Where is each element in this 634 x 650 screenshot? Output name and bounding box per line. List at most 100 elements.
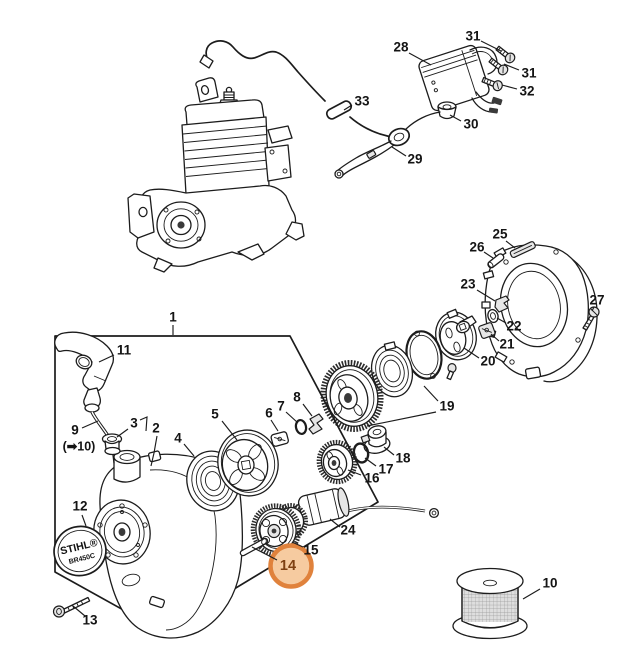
- leader-28: [408, 52, 432, 66]
- leader-27: [591, 306, 595, 312]
- callout-24[interactable]: 24: [340, 523, 356, 538]
- callout-18[interactable]: 18: [395, 451, 411, 466]
- callout-26[interactable]: 26: [469, 240, 485, 255]
- starter-rotor: [435, 308, 477, 361]
- leader-29: [391, 146, 407, 157]
- screw: [495, 45, 516, 64]
- leader-23: [476, 289, 496, 302]
- leader-19-1: [423, 385, 439, 402]
- wire-sleeve-33: [325, 100, 353, 120]
- leader-7: [285, 411, 299, 424]
- selected-part-highlight: [268, 543, 314, 589]
- callout-5[interactable]: 5: [211, 407, 219, 422]
- callout-29[interactable]: 29: [407, 152, 422, 167]
- callout-30[interactable]: 30: [463, 117, 478, 132]
- leader-4: [183, 443, 195, 457]
- callout-4[interactable]: 4: [174, 431, 182, 446]
- leader-16: [347, 469, 362, 476]
- engine-cylinder-assembly: [127, 40, 392, 273]
- leader-31b: [503, 63, 520, 71]
- leader-22: [496, 317, 507, 324]
- callout-31b[interactable]: 31: [521, 66, 537, 81]
- rope-guide-spout: [113, 449, 141, 483]
- callout-21[interactable]: 21: [499, 337, 515, 352]
- ignition-module: [418, 44, 490, 112]
- callout-22[interactable]: 22: [506, 319, 521, 334]
- washer: [487, 308, 499, 324]
- drive-pin: [239, 537, 269, 557]
- callout-32[interactable]: 32: [519, 84, 534, 99]
- callout-12[interactable]: 12: [72, 499, 87, 514]
- screw: [446, 363, 457, 381]
- rewind-group-19: [320, 330, 457, 432]
- spring-clip: [494, 295, 510, 313]
- callout-11[interactable]: 11: [117, 343, 132, 358]
- callout-8[interactable]: 8: [293, 390, 301, 405]
- leader-24: [329, 518, 341, 528]
- air-filter: [452, 567, 528, 640]
- leader-31a: [480, 40, 502, 52]
- leader-6: [270, 419, 279, 432]
- callout-20[interactable]: 20: [480, 354, 495, 369]
- callout-27[interactable]: 27: [589, 293, 604, 308]
- leader-14: [251, 546, 278, 561]
- screw: [481, 76, 503, 92]
- callout-9-ref10[interactable]: (➡10): [63, 439, 96, 453]
- callout-17[interactable]: 17: [378, 462, 393, 477]
- crankcase: [127, 125, 305, 273]
- gear-small: [316, 439, 358, 485]
- callout-7[interactable]: 7: [277, 399, 285, 414]
- rope-bushing: [101, 433, 123, 464]
- callout-25[interactable]: 25: [492, 227, 508, 242]
- spark-plug-wire: [199, 40, 392, 138]
- leader-32: [501, 84, 518, 90]
- callout-1[interactable]: 1: [169, 310, 177, 325]
- fan-housing-group: [435, 241, 600, 383]
- retainer-strip: [509, 241, 536, 258]
- callout-19[interactable]: 19: [439, 399, 454, 414]
- leader-21: [490, 333, 500, 342]
- callout-9[interactable]: 9: [71, 423, 79, 438]
- leader-10: [522, 588, 541, 600]
- drive-parts-group: [316, 425, 391, 485]
- leader-18: [383, 446, 395, 456]
- grommet: [437, 101, 457, 120]
- leader-9: [81, 420, 99, 429]
- callout-33[interactable]: 33: [354, 94, 370, 109]
- leader-2: [150, 435, 158, 467]
- callout-10[interactable]: 10: [542, 576, 557, 591]
- leader-30: [449, 114, 462, 122]
- ring-gear: [320, 360, 384, 432]
- callout-6[interactable]: 6: [265, 406, 273, 421]
- callout-28[interactable]: 28: [393, 40, 409, 55]
- leader-12: [81, 514, 87, 527]
- pin: [487, 253, 505, 269]
- screw: [488, 57, 509, 76]
- leader-11: [98, 354, 115, 363]
- callout-23[interactable]: 23: [460, 277, 476, 292]
- callout-13[interactable]: 13: [82, 613, 98, 628]
- leader-25: [505, 240, 516, 249]
- leader-5: [221, 420, 238, 441]
- callout-31a[interactable]: 31: [465, 29, 481, 44]
- callout-3[interactable]: 3: [130, 416, 138, 431]
- rope-rotor: [217, 429, 279, 497]
- leader-19: [366, 411, 437, 427]
- callout-15[interactable]: 15: [303, 543, 319, 558]
- starter-pawl: [270, 431, 289, 447]
- ignition-module-group: [334, 44, 516, 179]
- stihl-sticker: STIHL® BR450C: [53, 525, 107, 577]
- wiring-harness: [334, 111, 441, 179]
- callout-16[interactable]: 16: [364, 471, 380, 486]
- leader-20: [463, 347, 480, 359]
- leader-17: [364, 457, 377, 467]
- callout-2[interactable]: 2: [152, 421, 160, 436]
- callout-14[interactable]: 14: [280, 558, 296, 574]
- leader-15: [291, 541, 304, 548]
- pawl-spring-clip: [308, 413, 324, 435]
- starter-grip-group: [54, 331, 123, 464]
- leader-3: [116, 428, 129, 438]
